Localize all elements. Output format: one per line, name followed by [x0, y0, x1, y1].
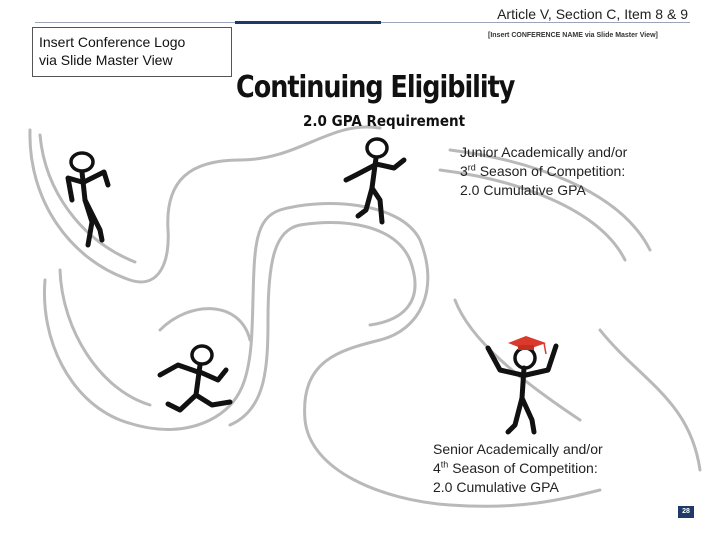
article-reference: Article V, Section C, Item 8 & 9: [497, 6, 688, 22]
senior-season-suffix: th: [440, 459, 449, 470]
senior-caption-line2: 4th Season of Competition:: [433, 459, 603, 478]
junior-caption-line1: Junior Academically and/or: [460, 144, 628, 160]
logo-placeholder-line2: via Slide Master View: [39, 52, 173, 68]
slide-subtitle: 2.0 GPA Requirement: [303, 112, 466, 130]
senior-caption-line3: 2.0 Cumulative GPA: [433, 479, 559, 495]
junior-season-suffix: rd: [467, 162, 476, 173]
junior-season-text: Season of Competition:: [475, 163, 626, 179]
senior-caption-line1: Senior Academically and/or: [433, 441, 603, 457]
junior-season-number: 3: [460, 163, 468, 179]
senior-season-text: Season of Competition:: [448, 460, 598, 476]
junior-caption: Junior Academically and/or 3rd Season of…: [460, 143, 627, 200]
logo-placeholder-line1: Insert Conference Logo: [39, 34, 186, 50]
slide-title: Continuing Eligibility: [236, 70, 515, 105]
stick-figure-icon: [65, 151, 111, 248]
conference-name: [Insert CONFERENCE NAME via Slide Master…: [488, 32, 658, 39]
junior-caption-line3: 2.0 Cumulative GPA: [460, 182, 586, 198]
conference-logo-placeholder: Insert Conference Logo via Slide Master …: [32, 27, 232, 77]
graduation-cap-icon: [508, 336, 547, 355]
stick-figure-icon: [343, 137, 407, 225]
senior-caption: Senior Academically and/or 4th Season of…: [433, 440, 603, 497]
junior-caption-line2: 3rd Season of Competition:: [460, 162, 627, 181]
senior-season-number: 4: [433, 460, 441, 476]
header-rule-accent: [235, 21, 381, 24]
stick-figure-icon: [157, 344, 233, 413]
page-number: 28: [678, 506, 694, 518]
